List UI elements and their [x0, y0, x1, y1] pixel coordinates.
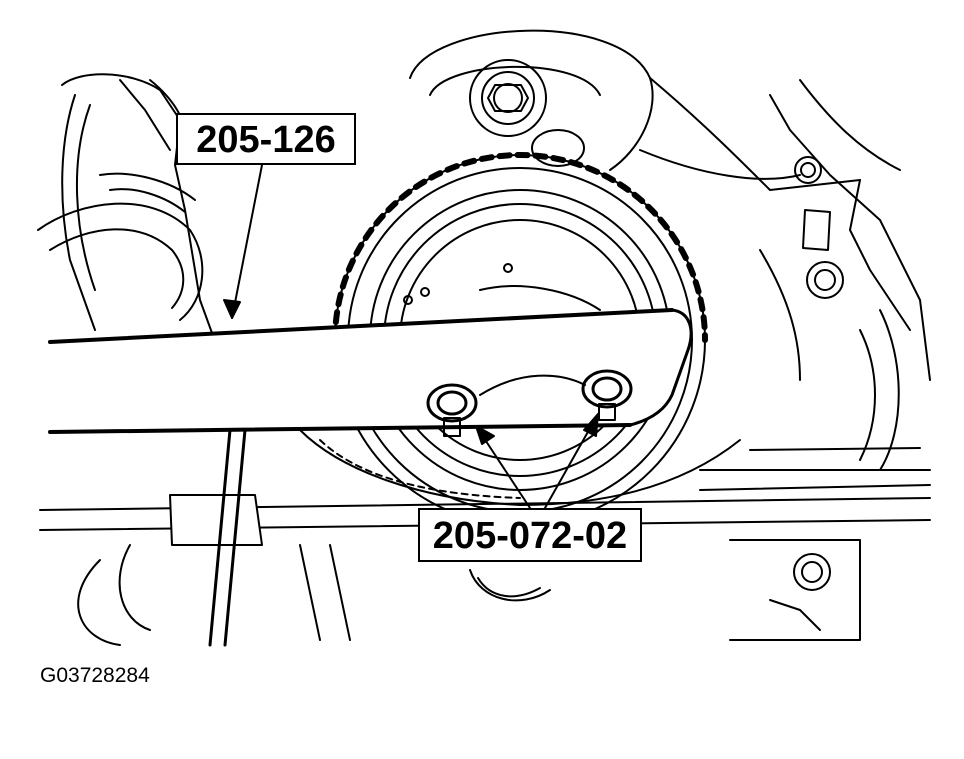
left-housing	[37, 73, 241, 411]
callout-label-205-126: 205-126	[176, 113, 356, 165]
figure-id: G03728284	[40, 664, 150, 687]
tool-bolts	[426, 369, 633, 437]
upper-pulley	[409, 29, 861, 191]
holding-tool-bar	[48, 308, 693, 434]
right-housing	[759, 79, 931, 471]
leader-lines	[223, 164, 599, 509]
callout-label-205-072-02: 205-072-02	[418, 508, 642, 562]
lower-assembly	[39, 428, 931, 647]
